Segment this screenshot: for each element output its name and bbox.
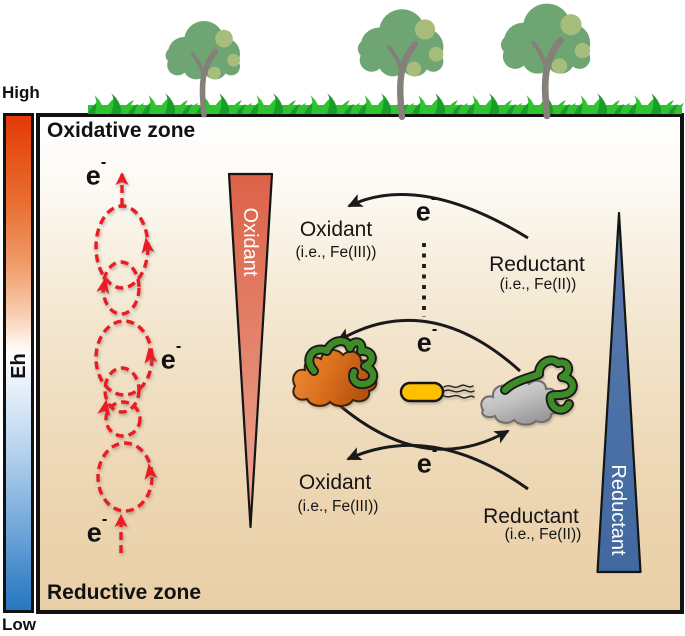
lower-oxidant-label: Oxidant: [298, 471, 372, 494]
eh-high-label: High: [2, 83, 40, 102]
lower-oxidant-example: (i.e., Fe(III)): [297, 498, 379, 515]
tree-icon: [501, 4, 590, 116]
electron-transfer-arrow: [336, 318, 522, 373]
upper-oxidant-label: Oxidant: [299, 218, 373, 241]
grass-icon: [88, 93, 684, 114]
reductive-zone-label: Reductive zone: [47, 581, 202, 604]
eh-axis-label: Eh: [8, 353, 30, 379]
oxidant-triangle-icon: [227, 172, 274, 529]
lower-reductant-example: (i.e., Fe(II)): [504, 526, 582, 543]
reductant-triangle-label: Reductant: [607, 464, 629, 556]
electron-label: e-: [416, 441, 438, 479]
electron-transfer-arrow: [346, 443, 529, 491]
tree-icon: [358, 9, 444, 117]
upper-oxidant-example: (i.e., Fe(III)): [295, 244, 377, 261]
electron-transfer-arrow: [337, 402, 510, 451]
electron-transfer-arrows: [336, 192, 529, 491]
organic-matter-icon: [500, 355, 578, 415]
organic-matter-icon: [304, 336, 379, 390]
electron-label: e-: [416, 320, 438, 358]
flagellum-icon: [443, 384, 474, 388]
electron-label: e-: [415, 189, 437, 227]
flagellum-icon: [443, 394, 475, 399]
electron-transfer-arrow: [347, 192, 529, 240]
reductant-triangle-icon: [596, 211, 642, 574]
bacterium-icon: [399, 381, 475, 403]
electron-label: e-: [86, 510, 108, 548]
eh-low-label: Low: [2, 615, 36, 634]
flagellum-icon: [443, 389, 475, 393]
upper-reductant-example: (i.e., Fe(II)): [499, 276, 577, 293]
eh-gradient-bar: [3, 113, 34, 613]
microbial-redox-group: [292, 336, 578, 426]
electron-label: e-: [85, 153, 107, 191]
electron-loop-chain-icon: [94, 172, 154, 553]
electron-label: e-: [160, 337, 182, 375]
oxidative-zone-label: Oxidative zone: [47, 119, 196, 142]
tree-icon: [166, 21, 240, 115]
oxidant-triangle-label: Oxidant: [239, 207, 261, 277]
lower-reductant-label: Reductant: [483, 505, 579, 528]
upper-reductant-label: Reductant: [489, 253, 585, 276]
